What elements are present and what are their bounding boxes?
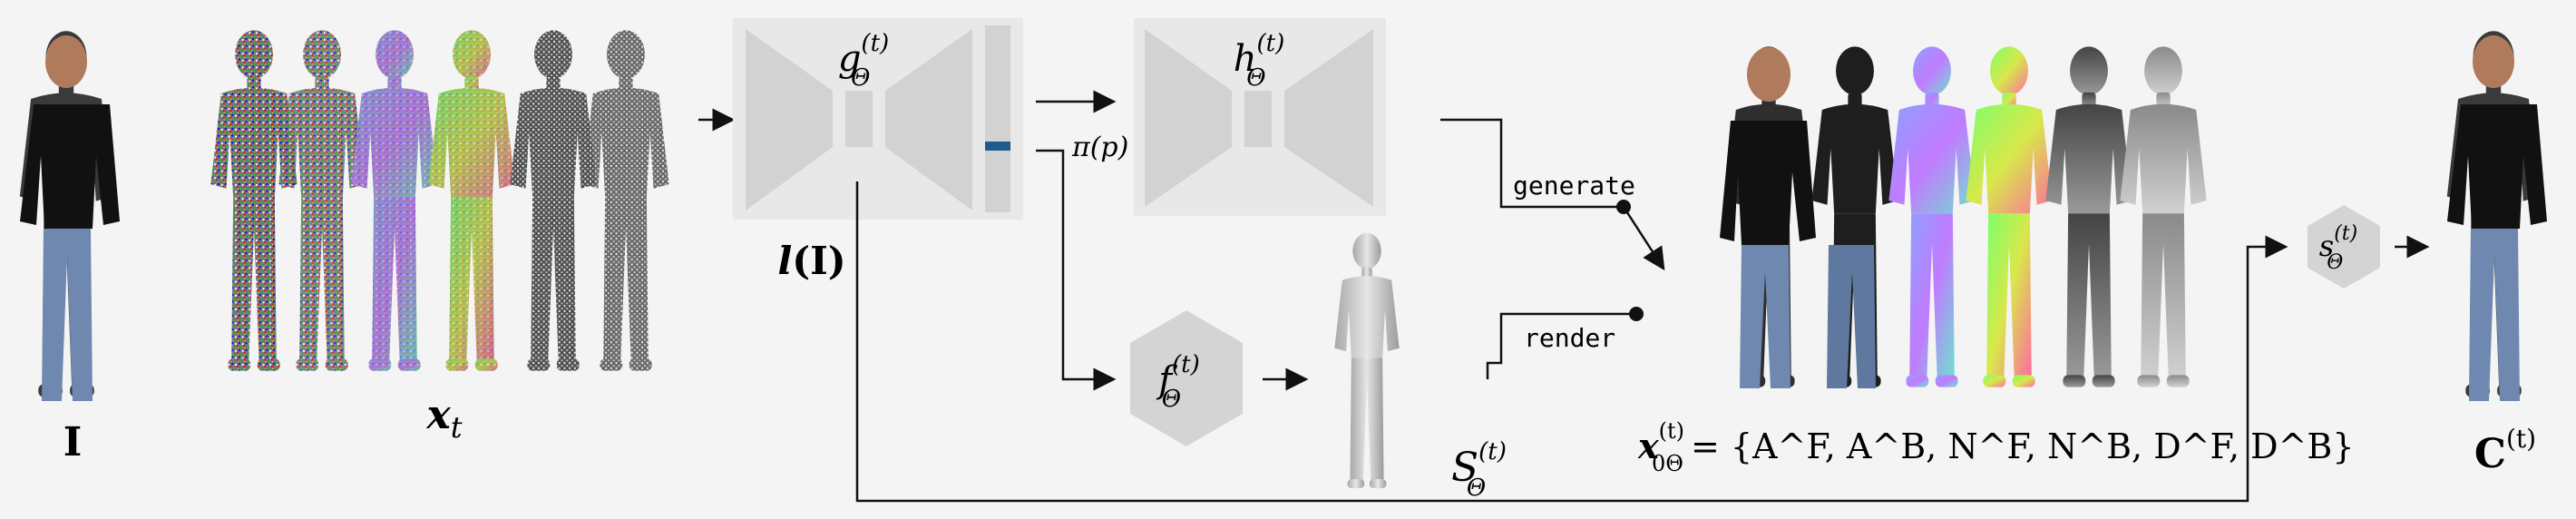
noisy-normal-back xyxy=(428,30,515,371)
h-bottleneck xyxy=(1244,91,1272,147)
output-depth-back xyxy=(2120,46,2207,387)
input-person-image xyxy=(19,31,120,401)
render-label: render xyxy=(1524,323,1615,353)
mesh-to-render-line xyxy=(1486,312,1636,379)
s-network-block: s(t)Θ xyxy=(2308,205,2380,289)
noisy-depth-front xyxy=(510,30,597,371)
input-image-label: I xyxy=(63,419,83,465)
skip-connection-line xyxy=(855,181,2288,503)
h-network-label: h(t)Θ xyxy=(1234,30,1285,92)
g-network-block: g(t)Θ xyxy=(733,18,1023,220)
g-feature-accent xyxy=(985,142,1010,151)
generate-switch-arrow xyxy=(1622,206,1665,271)
render-switch-dot xyxy=(1629,307,1644,321)
noisy-depth-back xyxy=(582,30,669,371)
g-network-label: g(t)Θ xyxy=(838,30,889,92)
output-normal-front xyxy=(1888,46,1976,387)
g-decoder-shape xyxy=(885,29,972,211)
arrow-g-to-f xyxy=(1036,149,1117,391)
noisy-input-label: xt xyxy=(425,392,462,445)
output-albedo-back xyxy=(1811,46,1898,388)
3d-mesh-person xyxy=(1334,232,1400,488)
h-decoder-shape xyxy=(1284,29,1373,207)
output-stack xyxy=(1720,46,2207,388)
generate-label: generate xyxy=(1513,171,1635,201)
output-normal-back xyxy=(1966,46,2053,387)
output-image-label: C(t) xyxy=(2474,424,2536,477)
f-network-block: f(t)Θ xyxy=(1130,310,1243,446)
h-network-block: h(t)Θ xyxy=(1134,18,1386,216)
pi-p-label: π(p) xyxy=(1071,132,1128,163)
g-bottleneck xyxy=(845,91,873,147)
mesh-label: S(t)Θ xyxy=(1451,438,1507,502)
h-encoder-shape xyxy=(1145,29,1232,207)
s-network-label: s(t)Θ xyxy=(2319,222,2357,274)
noisy-rgb-front xyxy=(210,30,298,371)
g-encoder-shape xyxy=(746,29,833,211)
h-to-generate-line xyxy=(1440,118,1624,209)
feature-label: l(I) xyxy=(777,239,845,283)
output-depth-front xyxy=(2045,46,2132,387)
output-person-image xyxy=(2446,31,2547,401)
noisy-input-stack xyxy=(210,30,669,371)
output-set-label: x(t)0Θ= {A^F, A^B, N^F, N^B, D^F, D^B} xyxy=(1637,418,2355,476)
g-feature-bar xyxy=(985,25,1010,212)
noisy-rgb-back xyxy=(278,30,366,371)
noisy-normal-front xyxy=(351,30,438,371)
output-albedo-front xyxy=(1720,46,1816,388)
